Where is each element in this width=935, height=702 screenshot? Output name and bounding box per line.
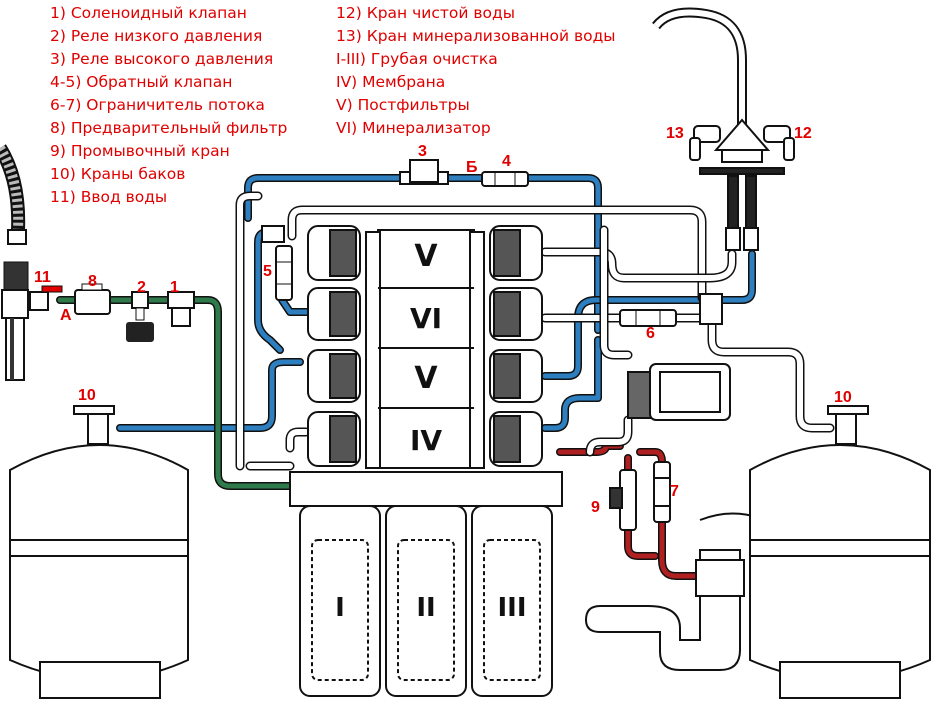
- label-8: 8: [88, 273, 97, 290]
- label-1: 1: [170, 279, 179, 296]
- blue-pipe-right: [541, 250, 756, 432]
- legend-item-i-iii: I-III) Грубая очистка: [336, 50, 498, 68]
- legend-item-10: 10) Краны баков: [50, 165, 186, 183]
- legend-item-13: 13) Кран минерализованной воды: [336, 27, 616, 45]
- flow-restrictor-7: [653, 461, 671, 523]
- legend-left: 1) Соленоидный клапан 2) Реле низкого да…: [50, 2, 287, 209]
- label-12: 12: [794, 125, 812, 142]
- legend-item-3: 3) Реле высокого давления: [50, 50, 274, 68]
- label-7: 7: [670, 483, 679, 500]
- pump: [627, 363, 731, 421]
- inlet-hose: [0, 144, 29, 381]
- label-3: 3: [418, 143, 427, 160]
- blue-pipe-tank-left: [116, 358, 304, 432]
- label-9: 9: [591, 499, 600, 516]
- label-5: 5: [263, 263, 272, 280]
- flush-valve-9: [609, 469, 637, 531]
- flow-restrictor-6: [619, 293, 723, 327]
- legend-item-4-5: 4-5) Обратный клапан: [50, 73, 233, 91]
- blue-pipe-top: [244, 174, 602, 334]
- check-valve-5: [261, 225, 293, 301]
- legend-item-12: 12) Кран чистой воды: [336, 4, 515, 22]
- high-pressure-switch-3: [399, 159, 449, 185]
- drain-siphon: [584, 512, 761, 671]
- label-10-right: 10: [834, 389, 852, 406]
- tank-left: [9, 405, 189, 699]
- check-valve-4: [481, 171, 529, 187]
- label-10-left: 10: [78, 387, 96, 404]
- housing-label-3: III: [497, 593, 526, 623]
- label-b: Б: [466, 159, 478, 176]
- legend-item-2: 2) Реле низкого давления: [50, 27, 263, 45]
- label-2: 2: [137, 279, 146, 296]
- white-pipes: [235, 191, 835, 471]
- tank-right: [749, 405, 931, 699]
- housings: I II III: [289, 471, 563, 697]
- legend-item-8: 8) Предварительный фильтр: [50, 119, 288, 137]
- legend-item-9: 9) Промывочный кран: [50, 142, 230, 160]
- solenoid-valve-1: [167, 291, 195, 327]
- faucet: [652, 7, 795, 251]
- legend-item-1: 1) Соленоидный клапан: [50, 4, 247, 22]
- legend-item-11: 11) Ввод воды: [50, 188, 168, 206]
- label-13: 13: [666, 125, 684, 142]
- cartridge-rack: V VI V IV: [365, 229, 485, 469]
- label-a: А: [60, 307, 72, 324]
- inlet-valve-11: [29, 285, 63, 311]
- module-label-3: V: [414, 361, 438, 396]
- housing-label-2: II: [416, 593, 435, 623]
- green-pipe: [56, 296, 296, 490]
- pipes: [56, 174, 835, 580]
- label-6: 6: [646, 325, 655, 342]
- module-label-2: VI: [410, 302, 442, 335]
- module-label-4: IV: [410, 424, 442, 457]
- cartridge-caps: [307, 225, 543, 467]
- housing-label-1: I: [335, 593, 345, 623]
- legend-right: 12) Кран чистой воды 13) Кран минерализо…: [336, 2, 616, 140]
- legend-item-vi: VI) Минерализатор: [336, 119, 491, 137]
- legend-item-iv: IV) Мембрана: [336, 73, 446, 91]
- legend-item-6-7: 6-7) Ограничитель потока: [50, 96, 265, 114]
- label-11: 11: [34, 269, 51, 286]
- prefilter-8: [74, 283, 111, 315]
- low-pressure-switch-2: [126, 291, 154, 342]
- component-labels: 1 2 3 4 5 6 7 8 9 10 10 11 12 13 А Б: [34, 125, 852, 516]
- label-4: 4: [502, 153, 511, 170]
- module-label-1: V: [414, 239, 438, 274]
- legend-item-v: V) Постфильтры: [336, 96, 470, 114]
